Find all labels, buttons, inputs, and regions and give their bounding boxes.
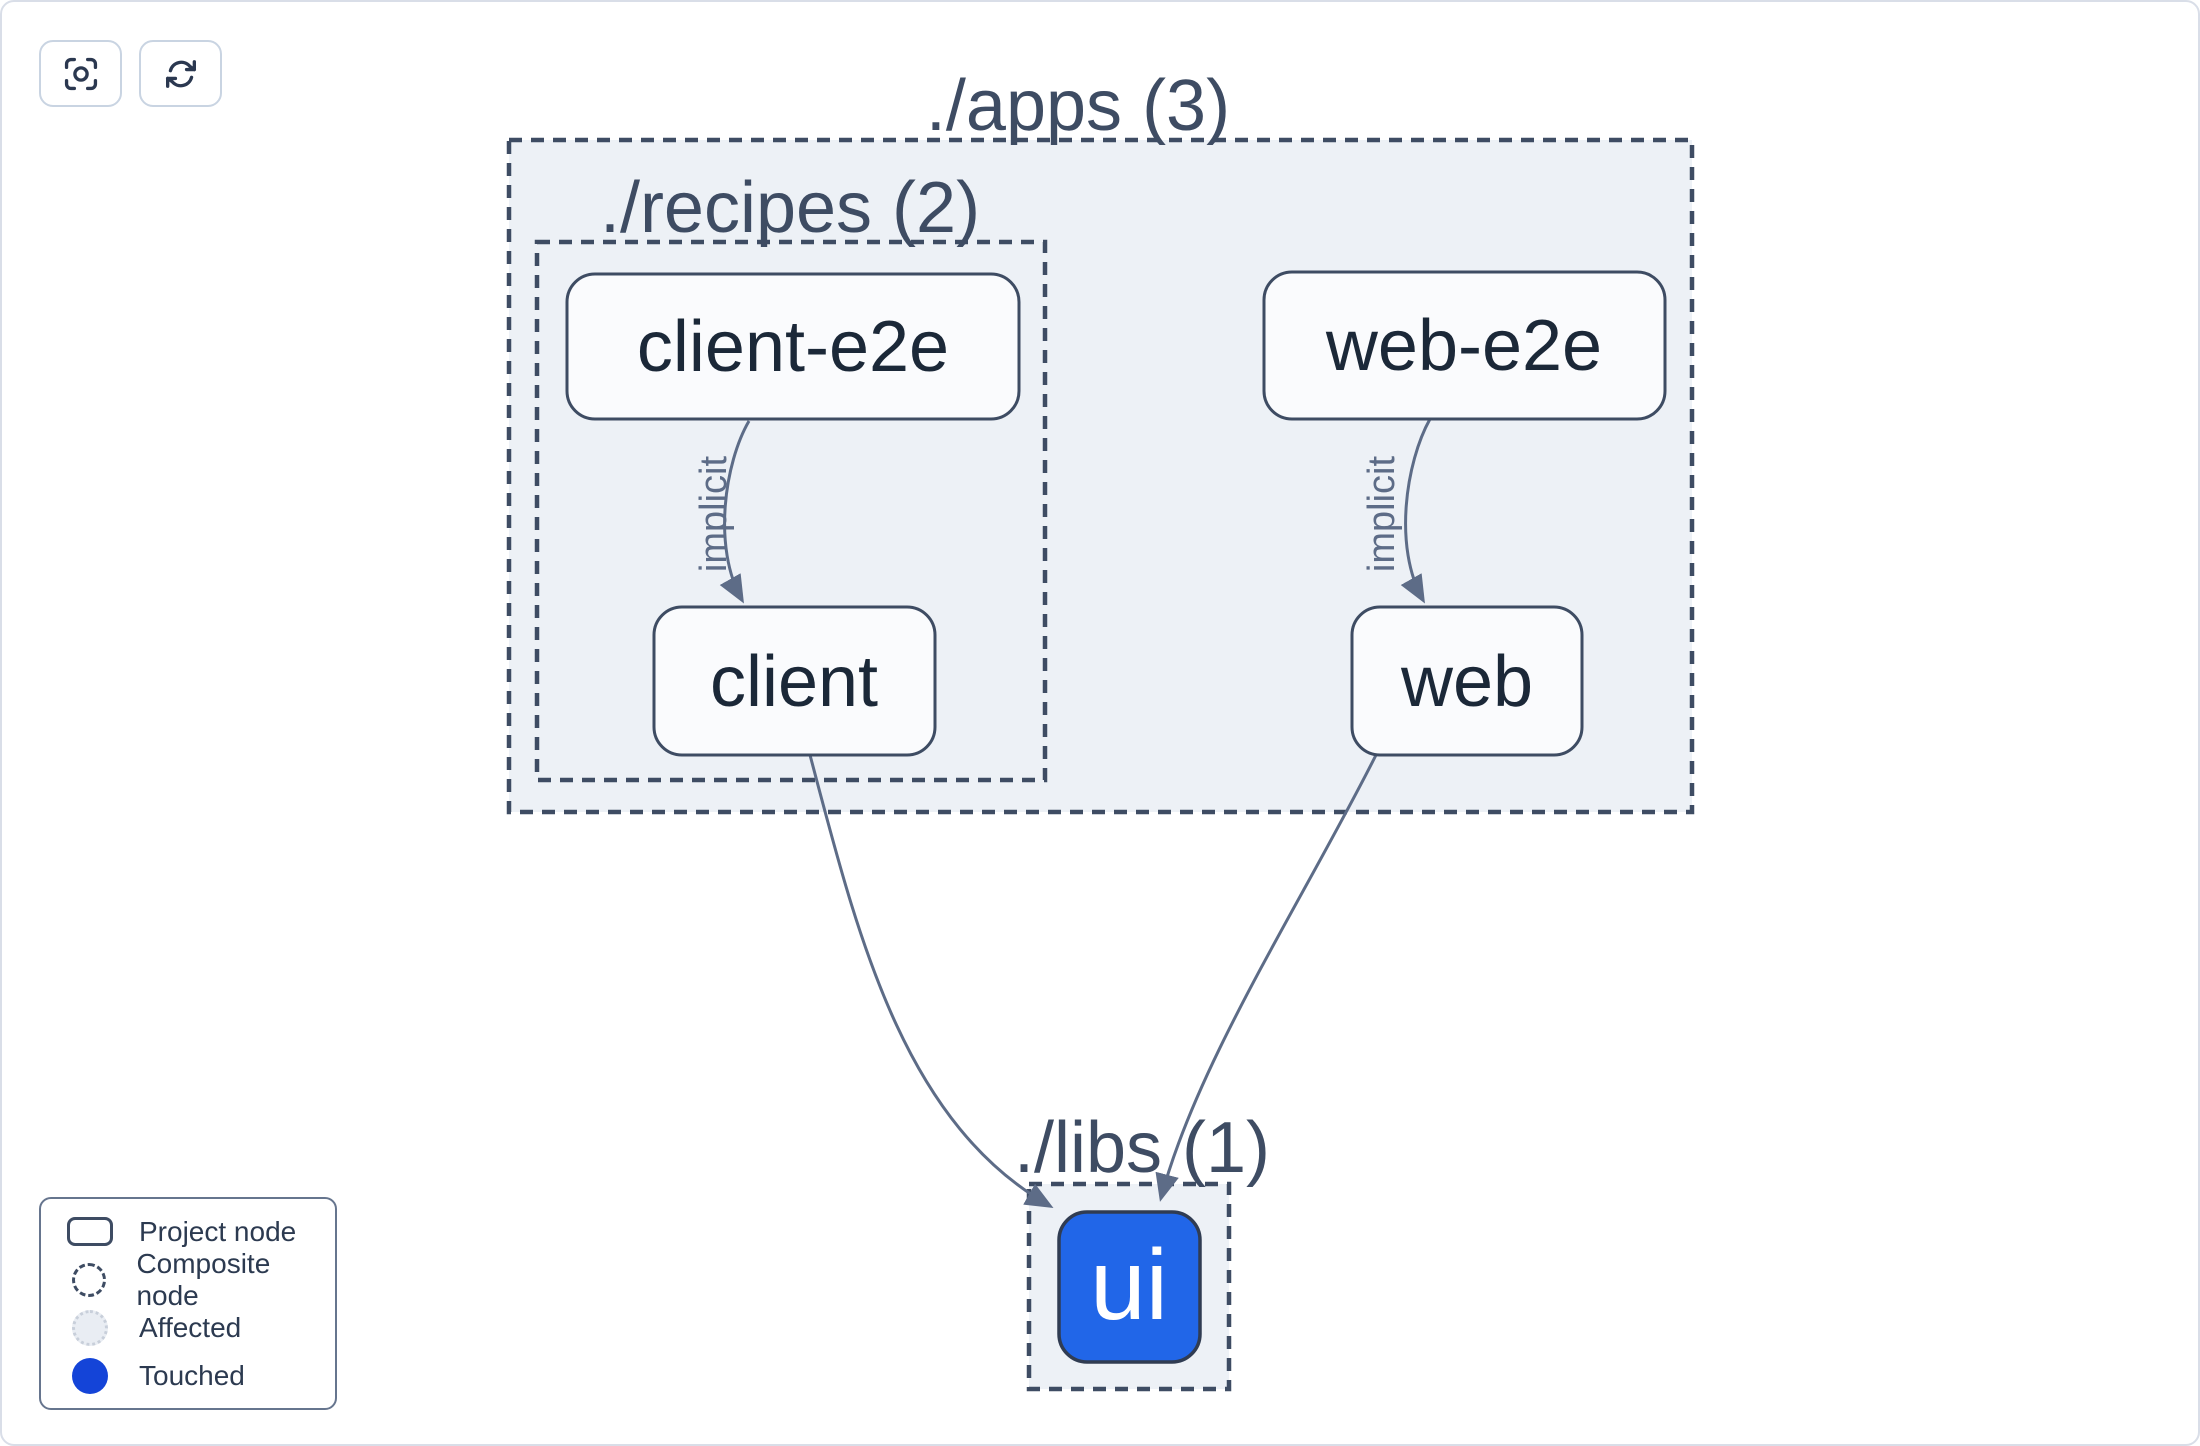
affected-node-icon [72,1309,108,1346]
refresh-graph-button[interactable] [139,40,222,107]
legend-item-touched: Touched [41,1352,335,1400]
composite-title-apps: ./apps (3) [926,66,1230,146]
project-node-label: client [710,642,878,722]
project-node-label: ui [1090,1229,1168,1341]
edge-web-to-ui[interactable] [1155,754,1378,1202]
edge-client-e2e-to-client[interactable] [719,420,751,604]
project-node-web[interactable]: web [1350,605,1584,757]
edge-label-implicit-web: implicit [1361,456,1403,573]
edge-web-e2e-to-web[interactable] [1400,418,1432,604]
legend-label: Composite node [136,1247,271,1311]
project-node-label: client-e2e [637,307,949,387]
project-node-client[interactable]: client [652,605,937,757]
composite-title-libs: ./libs (1) [1014,1108,1270,1188]
project-node-client-e2e[interactable]: client-e2e [565,272,1021,421]
graph-toolbar [39,40,222,107]
project-node-ui-touched[interactable]: ui [1057,1210,1202,1364]
legend-label: Project node [139,1215,297,1247]
project-node-label: web [1400,642,1533,722]
legend-label: Affected [139,1311,242,1343]
project-node-web-e2e[interactable]: web-e2e [1262,270,1667,421]
touched-node-icon [72,1357,108,1394]
focus-crosshair-icon [64,57,97,90]
legend-item-project-node: Project node [41,1208,335,1256]
composite-title-recipes: ./recipes (2) [600,168,980,248]
refresh-icon [165,59,196,88]
project-node-label: web-e2e [1325,306,1602,386]
legend-label: Touched [139,1359,245,1391]
legend-item-affected: Affected [41,1304,335,1352]
center-graph-button[interactable] [39,40,122,107]
edge-label-implicit-client: implicit [693,456,735,573]
legend-item-composite-node: Composite node [41,1248,335,1311]
edge-client-to-ui[interactable] [808,754,1054,1208]
project-node-icon [67,1217,113,1246]
composite-node-icon [71,1262,106,1297]
graph-legend: Project node Composite node Affected Tou… [39,1197,337,1410]
